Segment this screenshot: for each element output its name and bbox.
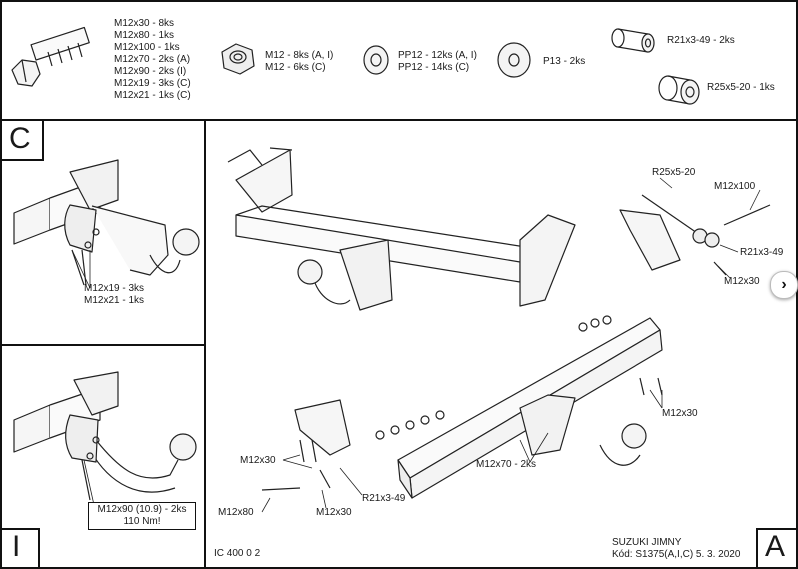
- bolt-spec: M12x21 - 1ks (C): [114, 90, 191, 101]
- washer-icon: [363, 45, 389, 75]
- chevron-right-icon: ›: [781, 276, 787, 293]
- next-page-button[interactable]: ›: [770, 271, 798, 299]
- bolt-spec: M12x90 - 2ks (I): [114, 66, 187, 77]
- variant-letter-c: C: [9, 122, 31, 155]
- exploded-crossbar-drawing: [261, 194, 771, 499]
- bolt-spec: M12x100 - 1ks: [114, 42, 180, 53]
- variant-letter-i: I: [12, 530, 21, 563]
- callout-r25x5-20: R25x5-20: [652, 167, 696, 178]
- callout-m12x80: M12x80: [218, 507, 254, 518]
- leader-lines: [71, 177, 761, 513]
- callout-m12x30-right: M12x30: [724, 276, 760, 287]
- washer-spec: PP12 - 12ks (A, I): [398, 50, 477, 61]
- callout-m12x70: M12x70 - 2ks: [476, 459, 537, 470]
- bolt-spec: M12x30 - 8ks: [114, 18, 175, 29]
- nut-icon: [221, 43, 255, 75]
- callout-r21x3-49-right: R21x3-49: [740, 247, 784, 258]
- letter-box-a: [756, 528, 798, 569]
- callout-m12x100: M12x100: [714, 181, 756, 192]
- callout-r21x3-49-left: R21x3-49: [362, 493, 406, 504]
- variant-i-bolt-label: M12x90 (10.9) - 2ks: [97, 504, 187, 515]
- assembled-towbar-drawing: [227, 147, 576, 311]
- torque-warning: 110 Nm!: [123, 516, 161, 527]
- product-code: IC 400 0 2: [214, 548, 261, 559]
- letter-box-i: [0, 528, 40, 569]
- variant-i-torque-note: M12x90 (10.9) - 2ks 110 Nm!: [88, 502, 196, 530]
- callout-m12x30-left: M12x30: [240, 455, 276, 466]
- spacer-r25-icon: [658, 75, 700, 105]
- washer-spec: PP12 - 14ks (C): [398, 62, 470, 73]
- bolt-spec: M12x80 - 1ks: [114, 30, 175, 41]
- plate-spec: P13 - 2ks: [543, 56, 586, 67]
- bolt-spec: M12x19 - 3ks (C): [114, 78, 191, 89]
- kod-date: Kód: S1375(A,I,C) 5. 3. 2020: [612, 549, 741, 560]
- bolt-spec: M12x70 - 2ks (A): [114, 54, 191, 65]
- bolt-icon: [11, 26, 90, 87]
- plate-washer-icon: [497, 42, 531, 78]
- spacer-r25-spec: R25x5-20 - 1ks: [707, 82, 775, 93]
- letter-box-c: [0, 119, 44, 161]
- variant-c-bolt-label: M12x19 - 3ks: [84, 283, 145, 294]
- callout-m12x30-bottom: M12x30: [316, 507, 352, 518]
- vehicle-name: SUZUKI JIMNY: [612, 537, 682, 548]
- spacer-r21-icon: [611, 28, 655, 53]
- bolt-list: M12x30 - 8ks M12x80 - 1ks M12x100 - 1ks …: [114, 18, 191, 102]
- variant-a-panel: [204, 119, 798, 569]
- callout-m12x30-mid: M12x30: [662, 408, 698, 419]
- washer-list: PP12 - 12ks (A, I) PP12 - 14ks (C): [398, 50, 477, 74]
- variant-i-towbar-drawing: [13, 371, 197, 501]
- variant-c-bolt-label: M12x21 - 1ks: [84, 295, 145, 306]
- spacer-r21-spec: R21x3-49 - 2ks: [667, 35, 735, 46]
- nut-list: M12 - 8ks (A, I) M12 - 6ks (C): [265, 50, 333, 74]
- variant-letter-a: A: [765, 530, 786, 563]
- nut-spec: M12 - 8ks (A, I): [265, 50, 334, 61]
- variant-c-towbar-drawing: [13, 159, 200, 286]
- nut-spec: M12 - 6ks (C): [265, 62, 326, 73]
